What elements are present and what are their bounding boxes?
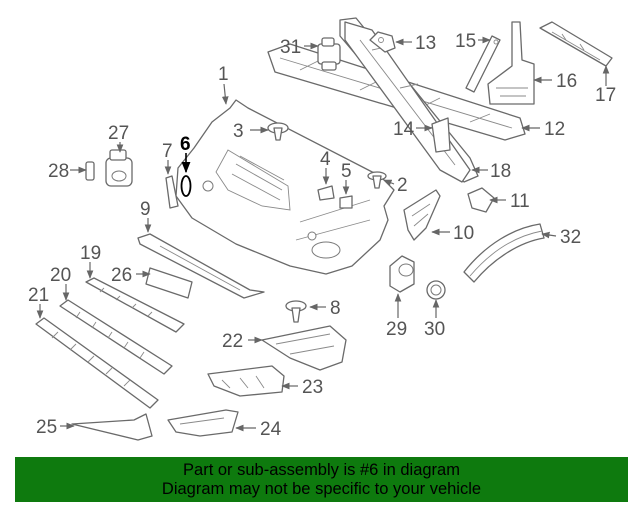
part-13-bracket [369, 31, 396, 53]
part-23-trim [207, 365, 285, 397]
callout-21: 21 [28, 285, 49, 306]
part-8-clip [285, 300, 307, 323]
part-17-bracket [539, 21, 613, 67]
part-24-trim [167, 409, 239, 437]
callout-29: 29 [386, 319, 407, 340]
callout-19: 19 [80, 243, 101, 264]
part-22-bracket [261, 325, 347, 371]
part-6-grommet [180, 175, 192, 197]
callout-27: 27 [108, 123, 129, 144]
part-1-bumper-cover [175, 99, 395, 275]
callout-2: 2 [397, 175, 408, 196]
part-15-strut [465, 35, 501, 93]
part-5-trim [339, 195, 353, 209]
part-30-ring [426, 280, 446, 300]
part-27-sensor-holder [105, 149, 133, 187]
callout-18: 18 [490, 161, 511, 182]
part-10-bracket [403, 189, 441, 241]
part-16-bracket [487, 21, 535, 105]
leader-1 [221, 83, 229, 105]
callout-4: 4 [320, 149, 331, 170]
callout-22: 22 [222, 331, 243, 352]
part-19-lower-grille [85, 277, 185, 333]
callout-8: 8 [330, 298, 341, 319]
callout-7: 7 [162, 141, 173, 162]
callout-30: 30 [424, 319, 445, 340]
part-29-sensor [389, 255, 415, 293]
banner-line-part-number: Part or sub-assembly is #6 in diagram [183, 460, 460, 479]
callout-24: 24 [260, 419, 282, 440]
callout-11: 11 [510, 191, 530, 212]
callout-25: 25 [36, 417, 57, 438]
callout-31: 31 [280, 37, 301, 58]
part-20-grille [59, 299, 173, 375]
callout-17: 17 [595, 85, 616, 106]
part-32-wheel-arch [463, 223, 545, 283]
leader-2 [383, 179, 395, 186]
callout-labels: 1 2 3 4 5 6 7 8 9 10 11 12 13 14 15 16 1… [28, 31, 616, 440]
callout-3: 3 [233, 121, 244, 142]
part-3-clip [267, 122, 289, 141]
callout-32: 32 [560, 227, 581, 248]
part-26-license-plate-base [145, 267, 193, 299]
callout-1: 1 [218, 64, 229, 85]
leader-32 [541, 231, 557, 239]
callout-15: 15 [455, 31, 476, 52]
part-31-sensor [317, 37, 341, 71]
part-11-clip [467, 187, 495, 213]
part-7-trim-strip [165, 175, 179, 209]
callout-6: 6 [180, 134, 191, 155]
part-9-lower-spoiler [137, 233, 265, 299]
exploded-parts-diagram: 1 2 3 4 5 6 7 8 9 10 11 12 13 14 15 16 1… [28, 17, 616, 441]
part-21-grille [35, 317, 159, 409]
leader-lines [36, 36, 610, 432]
callout-28: 28 [48, 161, 69, 182]
part-25-trim [71, 413, 153, 441]
callout-23: 23 [302, 377, 323, 398]
part-info-banner: Part or sub-assembly is #6 in diagram Di… [15, 457, 628, 502]
part-2-clip [367, 171, 387, 189]
part-28-sensor-ring [85, 161, 95, 181]
callout-16: 16 [556, 71, 577, 92]
callout-5: 5 [341, 161, 352, 182]
part-14-bracket [431, 117, 451, 153]
callout-10: 10 [453, 223, 474, 244]
callout-14: 14 [393, 119, 415, 140]
banner-line-disclaimer: Diagram may not be specific to your vehi… [161, 479, 482, 498]
part-4-trim [317, 185, 335, 201]
callout-20: 20 [50, 265, 71, 286]
callout-9: 9 [140, 199, 151, 220]
callout-12: 12 [544, 119, 565, 140]
callout-26: 26 [111, 265, 132, 286]
callout-13: 13 [415, 33, 436, 54]
